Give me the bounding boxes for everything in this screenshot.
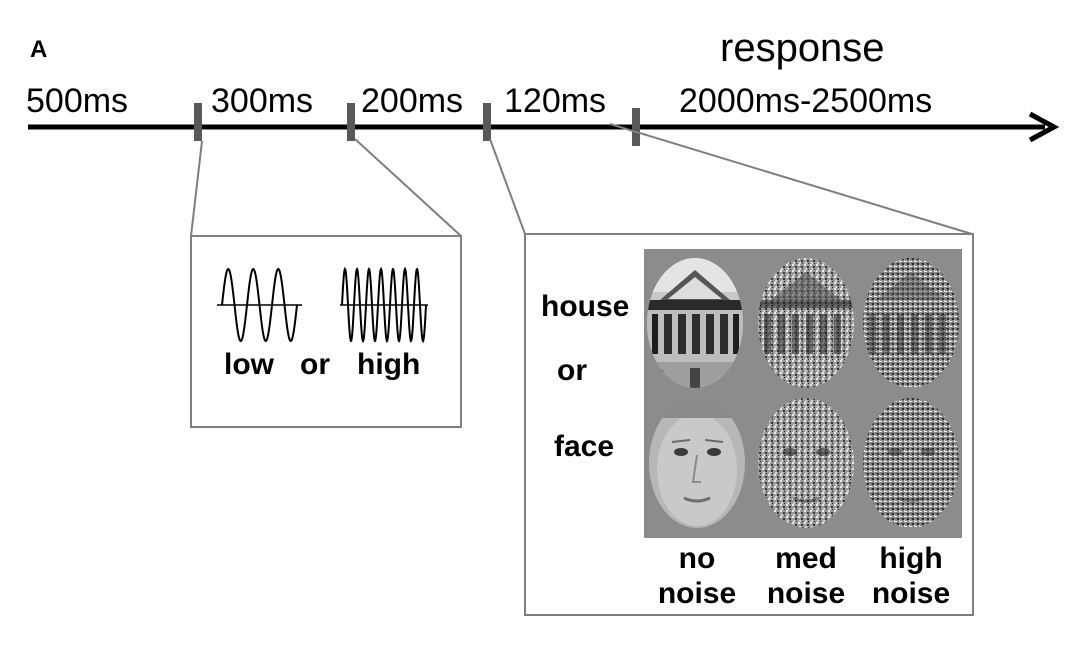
- stimulus-connector-left: [489, 138, 526, 235]
- column-label-med: med: [775, 542, 837, 575]
- segment-label-1: 500ms: [26, 82, 129, 120]
- column-label-med-noise-word: noise: [766, 576, 846, 610]
- segment-label-4: 120ms: [504, 82, 607, 120]
- response-label: response: [720, 26, 885, 70]
- timeline-tick-2: [347, 103, 355, 141]
- tone-label-high: high: [357, 348, 421, 381]
- panel-letter: A: [30, 36, 48, 63]
- tone-connector-left: [190, 140, 203, 237]
- timeline-tick-1: [194, 103, 202, 141]
- stimulus-connector-right: [609, 123, 973, 235]
- segment-label-2: 300ms: [211, 82, 314, 120]
- tone-label-low: low: [224, 348, 274, 381]
- column-label-no-noise-word: noise: [657, 576, 737, 610]
- column-label-med-noise: med noise: [751, 542, 861, 611]
- tone-waves: [217, 266, 428, 344]
- column-label-high-noise: high noise: [856, 542, 966, 611]
- segment-label-3: 200ms: [361, 82, 464, 120]
- row-label-or: or: [557, 354, 587, 387]
- high-tone-wave: [341, 266, 427, 344]
- tone-label-or: or: [300, 348, 330, 381]
- timeline-arrowhead: [1028, 111, 1060, 143]
- column-label-no: no: [678, 542, 716, 575]
- segment-label-5: 2000ms-2500ms: [679, 82, 933, 120]
- column-label-no-noise: no noise: [642, 542, 752, 611]
- tone-connector-right: [354, 138, 462, 237]
- low-tone-wave: [221, 267, 298, 343]
- column-label-high: high: [879, 542, 943, 575]
- timeline-tick-4: [632, 108, 640, 146]
- row-label-house: house: [541, 290, 630, 323]
- tone-box: [190, 235, 462, 428]
- column-label-high-noise-word: noise: [871, 576, 951, 610]
- row-label-face: face: [554, 430, 615, 463]
- timeline-tick-3: [483, 103, 491, 141]
